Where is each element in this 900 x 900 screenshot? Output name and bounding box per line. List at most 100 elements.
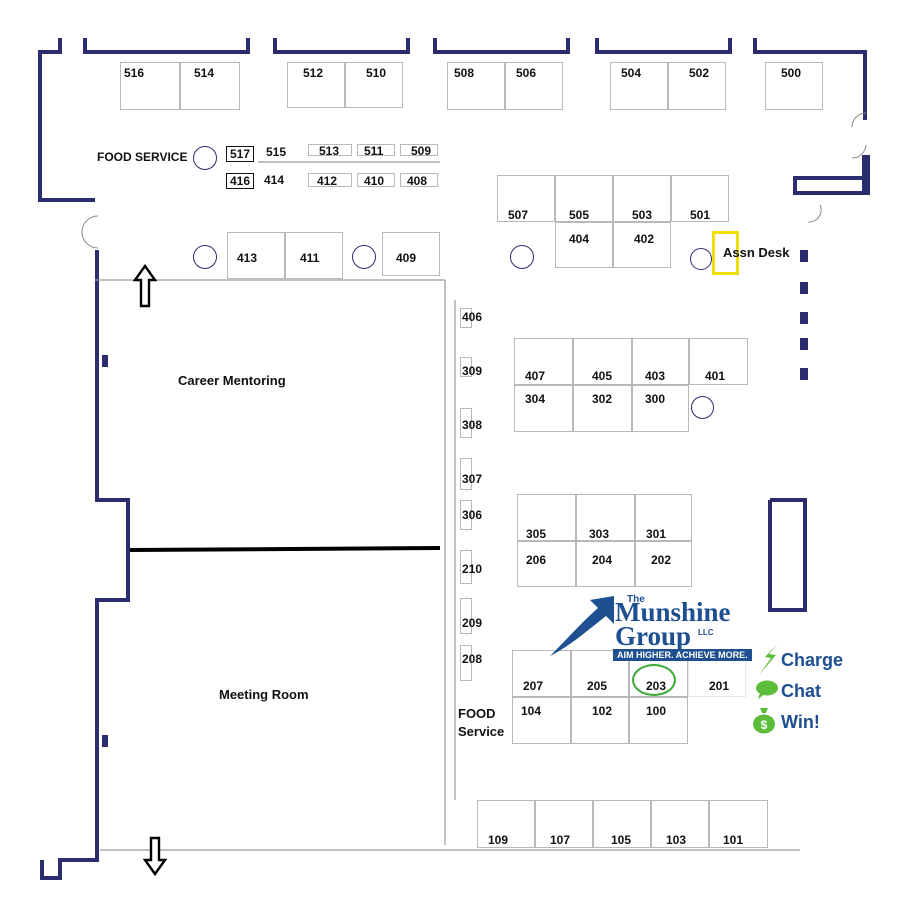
booth-label: 501 [690, 208, 711, 222]
booth-305[interactable]: 305 [517, 494, 576, 541]
booth-503[interactable]: 503 [613, 175, 671, 222]
booth-208[interactable]: 208 [462, 652, 483, 666]
booth-300[interactable]: 300 [632, 385, 689, 432]
assn-desk-label[interactable]: Assn Desk [723, 245, 790, 260]
booth-309-mark [460, 357, 472, 377]
career-mentoring-label[interactable]: Career Mentoring [178, 373, 286, 388]
brand-name-2: Group [615, 621, 692, 651]
booth-105[interactable]: 105 [593, 800, 651, 848]
up-arrow-icon [133, 264, 157, 308]
booth-307-mark [460, 458, 472, 490]
booth-label: 508 [454, 66, 475, 80]
booth-label: 104 [521, 704, 542, 718]
booth-500[interactable]: 500 [765, 62, 823, 110]
brand-the: The [627, 594, 645, 605]
booth-515[interactable]: 515 [258, 144, 294, 159]
booth-107[interactable]: 107 [535, 800, 593, 848]
booth-204[interactable]: 204 [576, 541, 635, 587]
booth-label: 414 [264, 173, 285, 187]
booth-407[interactable]: 407 [514, 338, 573, 385]
booth-label: 409 [396, 251, 417, 265]
booth-302[interactable]: 302 [573, 385, 632, 432]
booth-205[interactable]: 205 [571, 650, 629, 697]
booth-303[interactable]: 303 [576, 494, 635, 541]
booth-406-mark [460, 308, 472, 328]
booth-509[interactable]: 509 [400, 144, 438, 158]
booth-306[interactable]: 306 [462, 508, 483, 522]
booth-513[interactable]: 513 [308, 144, 352, 158]
booth-210[interactable]: 210 [462, 562, 483, 576]
booth-309[interactable]: 309 [462, 364, 483, 378]
booth-412[interactable]: 412 [308, 173, 352, 188]
booth-410[interactable]: 410 [357, 173, 395, 188]
booth-304[interactable]: 304 [514, 385, 573, 432]
booth-408[interactable]: 408 [400, 173, 438, 188]
booth-308-mark [460, 408, 472, 438]
brand-tagline: AIM HIGHER. ACHIEVE MORE. [613, 649, 752, 661]
booth-416[interactable]: 416 [226, 173, 255, 189]
booth-504[interactable]: 504 [610, 62, 668, 110]
booth-401[interactable]: 401 [689, 338, 748, 385]
booth-411[interactable]: 411 [285, 232, 343, 279]
food-service-label: FOOD SERVICE [97, 150, 188, 164]
booth-506[interactable]: 506 [505, 62, 563, 110]
booth-label: 207 [523, 679, 544, 693]
booth-label: 100 [646, 704, 667, 718]
booth-511[interactable]: 511 [357, 144, 395, 158]
booth-202[interactable]: 202 [635, 541, 692, 587]
table-circle [193, 146, 217, 170]
table-circle [193, 245, 217, 269]
booth-100[interactable]: 100 [629, 697, 688, 744]
booth-209[interactable]: 209 [462, 616, 483, 630]
food-service-bottom-label: FOOD [458, 706, 496, 721]
booth-103[interactable]: 103 [651, 800, 709, 848]
booth-label: 504 [621, 66, 642, 80]
booth-502[interactable]: 502 [668, 62, 726, 110]
booth-101[interactable]: 101 [709, 800, 768, 848]
booth-413[interactable]: 413 [227, 232, 285, 279]
booth-307[interactable]: 307 [462, 472, 483, 486]
booth-207[interactable]: 207 [512, 650, 571, 697]
meeting-room-label[interactable]: Meeting Room [219, 687, 309, 702]
booth-406[interactable]: 406 [462, 310, 483, 324]
booth-505[interactable]: 505 [555, 175, 613, 222]
booth-102[interactable]: 102 [571, 697, 629, 744]
booth-507[interactable]: 507 [497, 175, 555, 222]
booth-409[interactable]: 409 [382, 232, 440, 276]
booth-label: 510 [366, 66, 387, 80]
booth-306-mark [460, 500, 472, 530]
booth-301[interactable]: 301 [635, 494, 692, 541]
booth-512[interactable]: 512 [287, 62, 345, 108]
booth-206[interactable]: 206 [517, 541, 576, 587]
booth-501[interactable]: 501 [671, 175, 729, 222]
booth-label: 401 [705, 369, 726, 383]
booth-label: 514 [194, 66, 215, 80]
booth-402[interactable]: 402 [613, 222, 671, 268]
brand-llc: LLC [698, 628, 714, 637]
booth-label: 109 [488, 833, 509, 847]
booth-403[interactable]: 403 [632, 338, 689, 385]
promo-win: Win! [781, 712, 820, 732]
booth-517[interactable]: 517 [226, 146, 255, 162]
booth-label: 407 [525, 369, 546, 383]
booth-405[interactable]: 405 [573, 338, 632, 385]
booth-label: 509 [411, 144, 432, 158]
booth-510[interactable]: 510 [345, 62, 403, 108]
booth-514[interactable]: 514 [180, 62, 240, 110]
booth-label: 304 [525, 392, 546, 406]
booth-414[interactable]: 414 [258, 173, 294, 187]
booth-308[interactable]: 308 [462, 418, 483, 432]
booth-label: 206 [526, 553, 547, 567]
speech-bubble-icon [756, 680, 778, 699]
booth-508[interactable]: 508 [447, 62, 505, 110]
table-circle [510, 245, 534, 269]
booth-404[interactable]: 404 [555, 222, 613, 268]
booth-516[interactable]: 516 [120, 62, 180, 110]
booth-label: 506 [516, 66, 537, 80]
booth-109[interactable]: 109 [477, 800, 535, 848]
booth-label: 102 [592, 704, 613, 718]
promo-charge: Charge [781, 650, 844, 670]
booth-104[interactable]: 104 [512, 697, 571, 744]
